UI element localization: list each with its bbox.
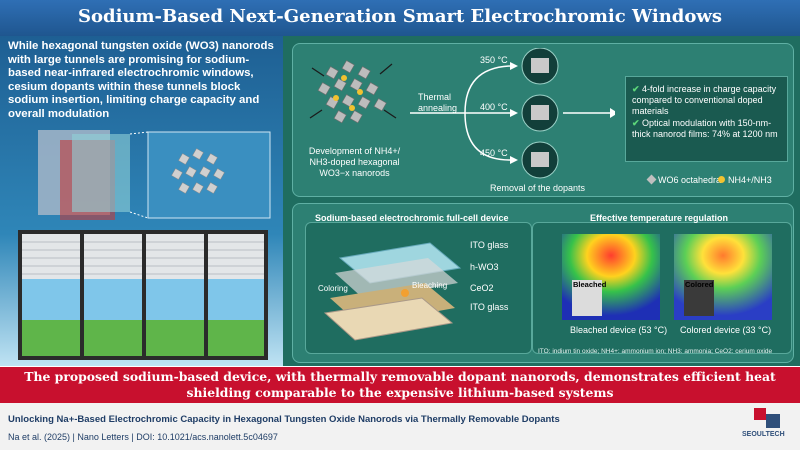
layer-ito-bottom: ITO glass [470, 302, 509, 312]
thermal-annealing-label: Thermal annealing [418, 92, 458, 113]
bleaching-label: Bleaching [412, 281, 448, 290]
temp-400: 400 °C [480, 102, 508, 112]
device-title: Sodium-based electrochromic full-cell de… [315, 213, 509, 223]
device-stack-icon [323, 242, 462, 341]
seoultech-logo-icon [754, 408, 780, 428]
colored-caption: Colored device (33 °C) [680, 325, 772, 335]
legend-octahedra: WO6 octahedra [646, 174, 721, 186]
nanorod-cluster-icon [309, 60, 397, 124]
layer-hwo3: h-WO3 [470, 262, 499, 272]
abbreviation-footnote: ITO: indium tin oxide; NH4+: ammonium io… [538, 348, 773, 355]
result-text-1: 4-fold increase in charge capacity compa… [632, 84, 777, 116]
development-label: Development of NH4+/ NH3-doped hexagonal… [308, 146, 401, 178]
check-icon: ✔ [632, 84, 643, 94]
conclusion-text: The proposed sodium-based device, with t… [24, 369, 776, 400]
page-title: Sodium-Based Next-Generation Smart Elect… [77, 6, 723, 27]
bleached-tag: Bleached [573, 280, 607, 289]
result-item-2: ✔ Optical modulation with 150-nm-thick n… [632, 118, 782, 140]
intro-text: While hexagonal tungsten oxide (WO3) nan… [8, 40, 274, 120]
result-text-2: Optical modulation with 150-nm-thick nan… [632, 118, 778, 139]
thermal-images [562, 234, 772, 320]
colored-tag: Colored [685, 280, 714, 289]
temp-title: Effective temperature regulation [590, 213, 729, 223]
logo-text: SEOULTECH [742, 431, 785, 438]
temp-450: 450 °C [480, 148, 508, 158]
coloring-label: Coloring [318, 284, 348, 293]
annealing-arrows [410, 48, 615, 179]
temp-350: 350 °C [480, 55, 508, 65]
paper-title: Unlocking Na+-Based Electrochromic Capac… [8, 414, 560, 425]
header-bar [0, 0, 800, 36]
conclusion-banner [0, 367, 800, 403]
citation: Na et al. (2025) | Nano Letters | DOI: 1… [8, 432, 278, 442]
window-illustration [18, 130, 271, 360]
bleached-caption: Bleached device (53 °C) [570, 325, 668, 335]
layer-ceo2: CeO2 [470, 283, 494, 293]
glass-stack-icon [38, 130, 130, 220]
legend-nh: NH4+/NH3 [718, 175, 772, 186]
octahedra-icon [646, 174, 657, 185]
check-icon: ✔ [632, 118, 643, 128]
footer [0, 403, 800, 450]
layer-ito-top: ITO glass [470, 240, 509, 250]
result-item-1: ✔ 4-fold increase in charge capacity com… [632, 84, 782, 117]
removal-label: Removal of the dopants [490, 183, 586, 193]
results-box [625, 76, 788, 162]
nh-dot-icon [718, 176, 725, 183]
